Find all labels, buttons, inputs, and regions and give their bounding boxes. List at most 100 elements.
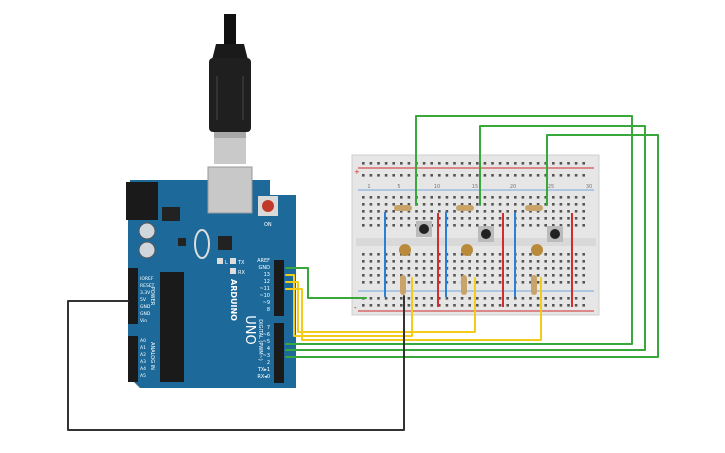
breadboard-hole[interactable] [491, 162, 494, 165]
breadboard-hole[interactable] [582, 274, 585, 277]
breadboard-hole[interactable] [453, 304, 456, 307]
breadboard-hole[interactable] [552, 224, 555, 227]
breadboard-hole[interactable] [407, 217, 411, 220]
breadboard-hole[interactable] [460, 253, 464, 256]
breadboard-hole[interactable] [362, 174, 365, 177]
wire-yellow[interactable] [285, 274, 413, 337]
breadboard-hole[interactable] [460, 203, 464, 206]
breadboard-hole[interactable] [582, 260, 585, 263]
breadboard-hole[interactable] [476, 196, 479, 199]
breadboard-hole[interactable] [529, 297, 532, 300]
breadboard-hole[interactable] [483, 253, 487, 256]
breadboard-hole[interactable] [422, 267, 426, 270]
breadboard-hole[interactable] [529, 260, 532, 263]
breadboard-hole[interactable] [407, 304, 411, 307]
breadboard-hole[interactable] [582, 281, 585, 284]
breadboard-hole[interactable] [559, 196, 563, 199]
breadboard-hole[interactable] [468, 297, 471, 300]
breadboard-hole[interactable] [384, 210, 388, 213]
breadboard-hole[interactable] [377, 304, 380, 307]
breadboard-hole[interactable] [552, 297, 555, 300]
breadboard-hole[interactable] [468, 210, 471, 213]
breadboard-hole[interactable] [377, 174, 380, 177]
breadboard-hole[interactable] [498, 210, 502, 213]
breadboard-hole[interactable] [438, 210, 441, 213]
breadboard-hole[interactable] [407, 162, 411, 165]
breadboard-hole[interactable] [536, 203, 540, 206]
breadboard-hole[interactable] [362, 253, 365, 256]
breadboard-hole[interactable] [415, 260, 418, 263]
breadboard-hole[interactable] [506, 210, 509, 213]
breadboard-hole[interactable] [384, 217, 388, 220]
breadboard-hole[interactable] [567, 196, 570, 199]
breadboard-hole[interactable] [529, 210, 532, 213]
breadboard-hole[interactable] [536, 297, 540, 300]
breadboard-hole[interactable] [521, 196, 525, 199]
breadboard-hole[interactable] [430, 304, 433, 307]
digital-header-bottom[interactable] [274, 323, 284, 383]
breadboard-hole[interactable] [498, 297, 502, 300]
breadboard-hole[interactable] [506, 196, 509, 199]
breadboard-hole[interactable] [574, 304, 578, 307]
breadboard-hole[interactable] [498, 304, 502, 307]
breadboard-hole[interactable] [369, 304, 373, 307]
breadboard-hole[interactable] [544, 196, 547, 199]
breadboard-hole[interactable] [521, 281, 525, 284]
breadboard-hole[interactable] [392, 217, 395, 220]
breadboard-hole[interactable] [438, 281, 441, 284]
breadboard-hole[interactable] [422, 260, 426, 263]
breadboard-hole[interactable] [438, 174, 441, 177]
breadboard-hole[interactable] [483, 174, 487, 177]
breadboard-hole[interactable] [514, 174, 517, 177]
breadboard-hole[interactable] [377, 162, 380, 165]
breadboard-hole[interactable] [552, 304, 555, 307]
breadboard-hole[interactable] [582, 217, 585, 220]
breadboard-hole[interactable] [453, 267, 456, 270]
breadboard-hole[interactable] [377, 267, 380, 270]
breadboard-hole[interactable] [369, 196, 373, 199]
breadboard-hole[interactable] [384, 281, 388, 284]
breadboard-hole[interactable] [415, 297, 418, 300]
breadboard-hole[interactable] [369, 281, 373, 284]
wire-green[interactable] [285, 267, 367, 299]
usb-cable-icon[interactable] [209, 14, 251, 164]
breadboard-hole[interactable] [468, 281, 471, 284]
breadboard-hole[interactable] [491, 260, 494, 263]
breadboard-hole[interactable] [574, 210, 578, 213]
breadboard-hole[interactable] [529, 304, 532, 307]
breadboard-hole[interactable] [574, 274, 578, 277]
breadboard-hole[interactable] [392, 267, 395, 270]
breadboard-hole[interactable] [438, 224, 441, 227]
breadboard-hole[interactable] [362, 196, 365, 199]
breadboard-hole[interactable] [567, 297, 570, 300]
breadboard-hole[interactable] [400, 260, 403, 263]
breadboard-hole[interactable] [384, 297, 388, 300]
breadboard-hole[interactable] [544, 210, 547, 213]
breadboard-hole[interactable] [491, 210, 494, 213]
breadboard-hole[interactable] [407, 224, 411, 227]
breadboard-hole[interactable] [552, 210, 555, 213]
resistor-icon[interactable] [456, 205, 474, 211]
breadboard-hole[interactable] [430, 196, 433, 199]
breadboard-hole[interactable] [544, 297, 547, 300]
breadboard-hole[interactable] [422, 196, 426, 199]
breadboard-hole[interactable] [377, 297, 380, 300]
breadboard-hole[interactable] [392, 196, 395, 199]
breadboard-hole[interactable] [567, 281, 570, 284]
breadboard-hole[interactable] [369, 162, 373, 165]
breadboard-hole[interactable] [460, 174, 464, 177]
breadboard-hole[interactable] [582, 203, 585, 206]
breadboard-hole[interactable] [362, 224, 365, 227]
breadboard-hole[interactable] [369, 260, 373, 263]
breadboard-hole[interactable] [369, 253, 373, 256]
breadboard-hole[interactable] [552, 260, 555, 263]
breadboard-hole[interactable] [392, 281, 395, 284]
breadboard-hole[interactable] [483, 217, 487, 220]
resistor-icon[interactable] [400, 275, 406, 295]
breadboard-hole[interactable] [460, 297, 464, 300]
breadboard-hole[interactable] [559, 203, 563, 206]
breadboard-hole[interactable] [392, 203, 395, 206]
breadboard-hole[interactable] [559, 260, 563, 263]
breadboard-hole[interactable] [491, 253, 494, 256]
breadboard-hole[interactable] [559, 297, 563, 300]
